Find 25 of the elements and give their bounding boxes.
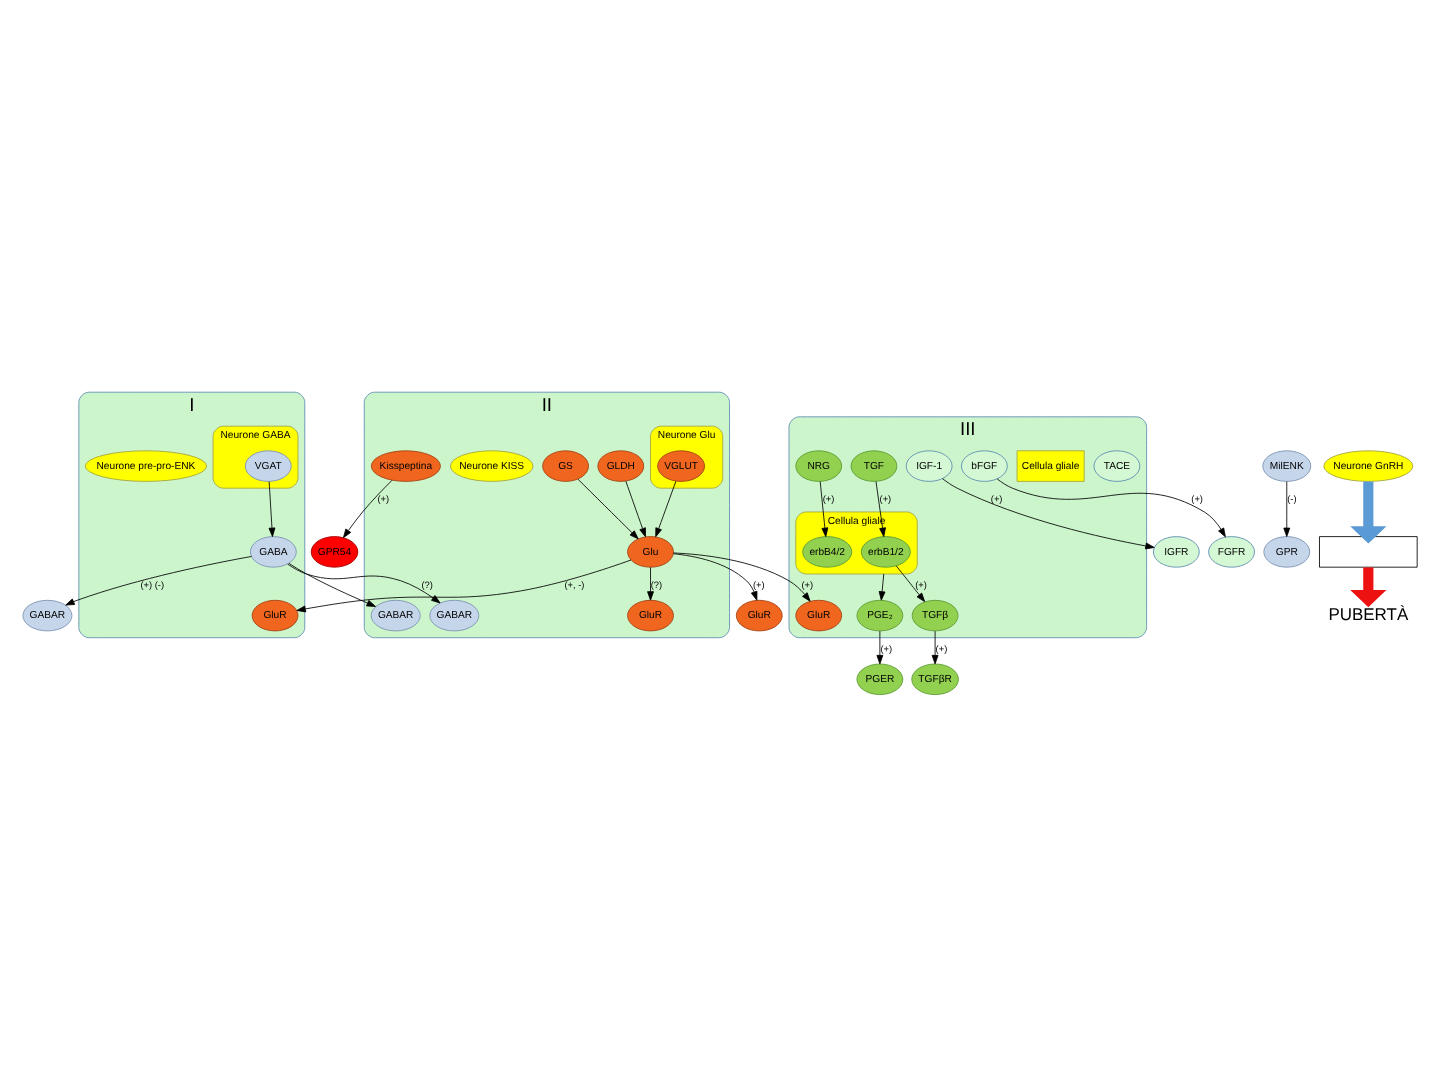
node-box: [1319, 536, 1418, 568]
arrow: [287, 563, 441, 604]
arrow: [577, 478, 639, 540]
arrow: [296, 559, 632, 613]
arrow: [1283, 481, 1291, 537]
arrow: [268, 481, 276, 537]
arrow: [647, 567, 654, 601]
arrow: [931, 630, 939, 665]
node-text: PUBERTÀ: [1328, 603, 1409, 624]
arrow: [625, 480, 646, 538]
arrow: [655, 480, 677, 538]
arrow: [878, 573, 886, 601]
arrow: [996, 478, 1226, 538]
arrow: [65, 556, 252, 606]
arrow: [876, 630, 884, 665]
arrow: [288, 562, 376, 607]
arrow: [1350, 567, 1387, 608]
arrow: [875, 481, 886, 537]
arrow: [673, 552, 811, 602]
arrow: [673, 553, 758, 601]
arrow: [1350, 481, 1387, 544]
arrow: [942, 478, 1155, 550]
arrow: [343, 479, 393, 539]
arrow: [895, 565, 926, 603]
arrow: [819, 481, 829, 537]
